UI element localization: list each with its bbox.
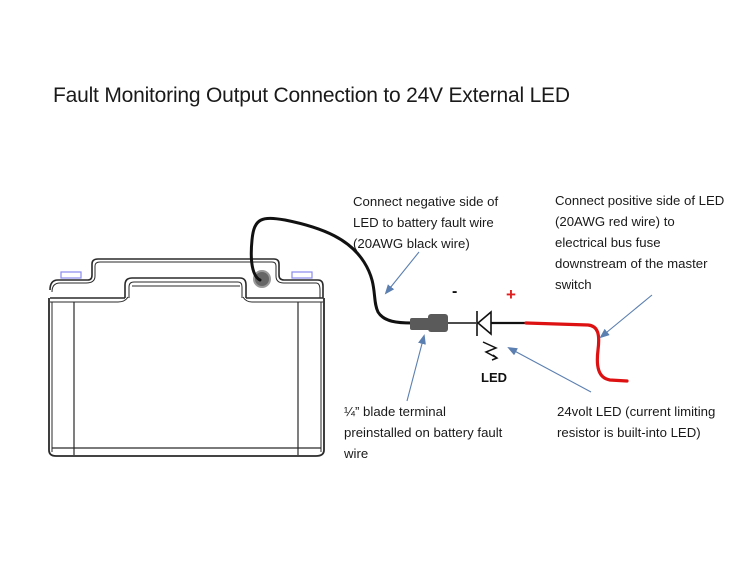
fault-wire-grommet: [253, 270, 271, 288]
annotation-led-info: 24volt LED (current limiting resistor is…: [557, 401, 715, 443]
battery-lid: [49, 258, 324, 298]
annotation-line: (20AWG red wire) to: [555, 214, 675, 229]
red-positive-wire: [524, 321, 629, 383]
led-anode-triangle: [476, 310, 492, 336]
annotation-line: switch: [555, 277, 592, 292]
callout-arrow-positive: [599, 294, 653, 339]
battery-terminal-left: [60, 271, 82, 279]
annotation-line: electrical bus fuse: [555, 235, 661, 250]
annotation-line: 24volt LED (current limiting: [557, 404, 716, 419]
led-symbol: [476, 310, 499, 361]
annotation-positive-side: Connect positive side of LED (20AWG red …: [555, 190, 724, 295]
annotation-negative-side: Connect negative side of LED to battery …: [353, 191, 498, 254]
blade-terminal-connector: [410, 314, 448, 332]
callout-arrow-led: [507, 347, 592, 393]
battery-body: [48, 298, 325, 457]
callout-arrow-negative: [384, 251, 420, 295]
led-emission-icon: [482, 341, 499, 361]
annotation-line: preinstalled on battery fault: [344, 425, 503, 440]
annotation-line: LED to battery fault wire: [353, 215, 494, 230]
annotation-line: Connect negative side of: [353, 194, 499, 209]
annotation-line: ¼” blade terminal: [344, 404, 446, 419]
annotation-line: downstream of the master: [555, 256, 708, 271]
battery: [48, 258, 325, 457]
callout-arrow-terminal: [406, 334, 426, 402]
annotation-line: (20AWG black wire): [353, 236, 470, 251]
annotation-blade-terminal: ¼” blade terminal preinstalled on batter…: [344, 401, 502, 464]
annotation-line: Connect positive side of LED: [555, 193, 725, 208]
black-fault-wire: [249, 216, 414, 325]
annotation-line: wire: [344, 446, 369, 461]
positive-polarity-label: +: [506, 285, 516, 304]
battery-terminal-right: [291, 271, 313, 279]
annotation-line: resistor is built-into LED): [557, 425, 701, 440]
led-label: LED: [481, 370, 507, 385]
diagram-title: Fault Monitoring Output Connection to 24…: [53, 84, 570, 107]
negative-polarity-label: -: [452, 283, 458, 300]
